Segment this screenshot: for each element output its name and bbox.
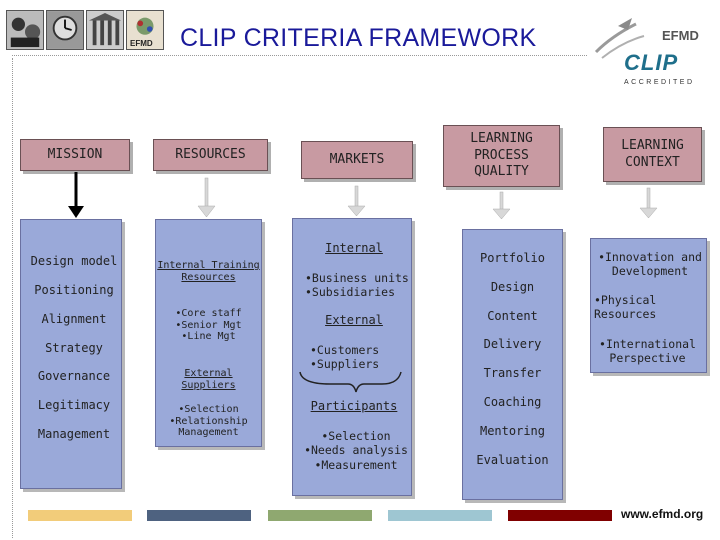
efmd-swoosh-icon [594, 18, 645, 59]
photo-2 [46, 10, 84, 50]
mission-item-legitimacy: Legitimacy [37, 398, 111, 412]
mission-item-governance: Governance [37, 369, 111, 383]
process-item-delivery: Delivery [483, 337, 542, 351]
markets-column [292, 218, 412, 496]
photo-badge-text: EFMD [130, 39, 153, 48]
resources-external-suppliers: External Suppliers [181, 368, 236, 391]
efmd-wordmark: EFMD [662, 28, 699, 43]
context-item-innovation: •Innovation and Development [598, 250, 702, 279]
resources-column [155, 219, 262, 447]
process-item-portfolio: Portfolio [479, 251, 546, 265]
learning-context-column [590, 238, 707, 373]
mission-item-management: Management [37, 427, 111, 441]
photo-1 [6, 10, 44, 50]
mission-item-strategy: Strategy [45, 341, 103, 355]
mission-item-positioning: Positioning [34, 283, 114, 297]
learning-process-column [462, 229, 563, 500]
bottom-bar-1 [28, 510, 132, 521]
markets-internal: Internal [325, 241, 383, 255]
page-title: CLIP CRITERIA FRAMEWORK [180, 24, 537, 52]
header-mission: MISSION [20, 139, 130, 171]
markets-participant-items: •Selection •Needs analysis •Measurement [304, 429, 408, 472]
resources-internal-training: Internal Training Resources [157, 260, 260, 283]
resources-internal-items: •Core staff •Senior Mgt •Line Mgt [175, 308, 242, 342]
process-item-content: Content [487, 309, 538, 323]
markets-external: External [325, 313, 383, 327]
context-item-physical: •Physical Resources [594, 293, 657, 322]
clip-wordmark: CLIP [624, 50, 679, 75]
header-markets: MARKETS [301, 141, 413, 179]
process-item-evaluation: Evaluation [476, 453, 549, 467]
resources-external-items: •Selection •Relationship Management [169, 404, 248, 438]
divider-vertical [12, 58, 13, 538]
header-learning-context: LEARNING CONTEXT [603, 127, 702, 182]
context-item-international: •International Perspective [599, 337, 696, 366]
process-item-transfer: Transfer [483, 366, 542, 380]
process-item-design: Design [490, 280, 535, 294]
bottom-bar-5 [508, 510, 612, 521]
header-learning-process-quality: LEARNING PROCESS QUALITY [443, 125, 560, 187]
mission-item-alignment: Alignment [41, 312, 107, 326]
markets-external-items: •Customers •Suppliers [310, 343, 380, 372]
bottom-bar-4 [388, 510, 492, 521]
bottom-bar-2 [147, 510, 251, 521]
process-item-coaching: Coaching [483, 395, 542, 409]
divider-horizontal [12, 55, 587, 56]
mission-column [20, 219, 122, 489]
process-item-mentoring: Mentoring [479, 424, 546, 438]
efmd-logo [592, 14, 704, 90]
bottom-bar-3 [268, 510, 372, 521]
markets-participants: Participants [310, 399, 398, 413]
photo-4-efmd: EFMD [126, 10, 164, 50]
photo-3 [86, 10, 124, 50]
header-resources: RESOURCES [153, 139, 268, 171]
accredited-wordmark: ACCREDITED [624, 79, 695, 86]
markets-internal-items: •Business units •Subsidiaries [305, 271, 409, 300]
mission-item-design-model: Design model [30, 254, 118, 268]
website-link[interactable]: www.efmd.org [621, 507, 704, 521]
